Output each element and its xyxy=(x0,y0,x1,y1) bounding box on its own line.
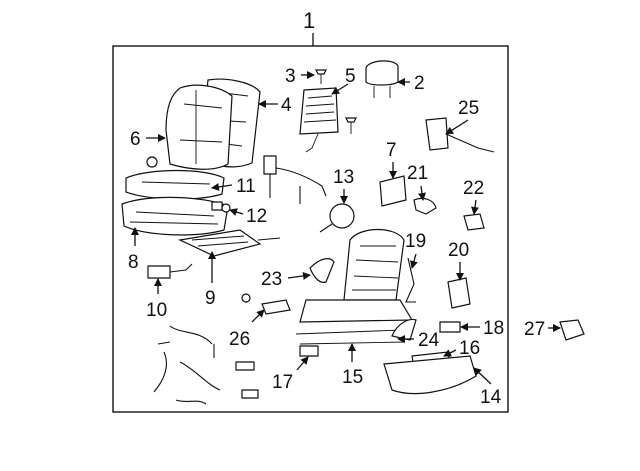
svg-text:3: 3 xyxy=(285,66,296,87)
svg-text:21: 21 xyxy=(407,163,428,184)
part-seat-back-pad xyxy=(165,84,233,170)
part-seat-frame xyxy=(295,229,414,345)
callout-10[interactable]: 10 xyxy=(146,278,167,321)
part-screw xyxy=(315,69,327,84)
callout-14[interactable]: 14 xyxy=(473,367,502,408)
part-nut xyxy=(211,201,231,213)
svg-text:2: 2 xyxy=(414,73,425,94)
svg-text:14: 14 xyxy=(480,387,502,408)
callout-3[interactable]: 3 xyxy=(285,66,315,87)
svg-text:8: 8 xyxy=(128,252,139,273)
part-shield xyxy=(309,258,335,283)
svg-text:11: 11 xyxy=(236,176,256,197)
part-clip xyxy=(413,197,437,215)
part-cushion-pad xyxy=(121,196,229,236)
callout-15[interactable]: 15 xyxy=(342,343,363,388)
callout-22[interactable]: 22 xyxy=(463,178,484,215)
callout-25[interactable]: 25 xyxy=(445,98,479,135)
callout-2[interactable]: 2 xyxy=(397,73,425,94)
svg-text:27: 27 xyxy=(524,319,545,340)
svg-text:24: 24 xyxy=(418,330,440,351)
part-small-cover xyxy=(261,299,291,315)
part-cushion-heater xyxy=(178,229,281,257)
part-lumbar-support xyxy=(425,117,495,153)
svg-text:20: 20 xyxy=(448,240,469,261)
callout-8[interactable]: 8 xyxy=(128,227,139,273)
svg-text:23: 23 xyxy=(261,269,282,290)
svg-text:19: 19 xyxy=(405,231,426,252)
callout-16[interactable]: 16 xyxy=(443,338,480,359)
callout-7[interactable]: 7 xyxy=(386,140,397,179)
callout-20[interactable]: 20 xyxy=(448,240,469,281)
callout-13[interactable]: 13 xyxy=(333,167,354,204)
svg-text:12: 12 xyxy=(246,206,267,227)
callout-24[interactable]: 24 xyxy=(397,330,440,351)
svg-text:25: 25 xyxy=(458,98,479,119)
part-bolt-small xyxy=(345,117,357,134)
svg-text:18: 18 xyxy=(483,318,504,339)
svg-text:15: 15 xyxy=(342,367,363,388)
assembly-frame xyxy=(112,45,509,413)
svg-text:26: 26 xyxy=(229,329,250,350)
svg-text:4: 4 xyxy=(281,95,292,116)
svg-text:9: 9 xyxy=(205,288,216,309)
callout-6[interactable]: 6 xyxy=(130,129,166,150)
callout-27[interactable]: 27 xyxy=(524,319,561,340)
callout-4[interactable]: 4 xyxy=(258,95,292,116)
callout-19[interactable]: 19 xyxy=(405,231,426,269)
svg-text:10: 10 xyxy=(146,300,167,321)
part-arc-cover xyxy=(391,318,417,341)
part-seatbelt-buckle xyxy=(263,155,327,204)
callout-9[interactable]: 9 xyxy=(205,251,216,309)
svg-text:6: 6 xyxy=(130,129,141,150)
svg-text:7: 7 xyxy=(386,140,397,161)
part-side-pad xyxy=(379,175,407,207)
svg-text:5: 5 xyxy=(345,66,356,87)
part-connector xyxy=(147,263,193,279)
svg-text:22: 22 xyxy=(463,178,484,199)
part-heater-element xyxy=(299,87,339,153)
part-bracket-22 xyxy=(463,213,485,231)
part-lever xyxy=(405,257,416,303)
part-recliner xyxy=(319,203,355,233)
callout-1-label[interactable]: 1 xyxy=(303,8,315,33)
part-cushion-cover xyxy=(125,169,225,200)
part-connector-set xyxy=(235,345,319,399)
callout-26[interactable]: 26 xyxy=(229,309,265,350)
svg-text:13: 13 xyxy=(333,167,354,188)
callout-11[interactable]: 11 xyxy=(211,176,256,197)
callout-5[interactable]: 5 xyxy=(331,66,356,95)
part-switch xyxy=(439,321,461,333)
part-headrest xyxy=(365,60,399,98)
svg-text:16: 16 xyxy=(459,338,480,359)
callout-17[interactable]: 17 xyxy=(272,356,309,393)
part-plug-bolt xyxy=(146,156,158,168)
callout-23[interactable]: 23 xyxy=(261,269,311,290)
part-27-clip xyxy=(559,319,585,341)
callout-21[interactable]: 21 xyxy=(407,163,428,201)
callout-12[interactable]: 12 xyxy=(229,206,267,227)
part-side-shield xyxy=(383,355,477,395)
part-grommet xyxy=(241,293,251,303)
callout-18[interactable]: 18 xyxy=(460,318,504,339)
part-wire-harness xyxy=(153,325,221,405)
svg-text:17: 17 xyxy=(272,372,293,393)
part-side-bracket xyxy=(447,277,471,309)
